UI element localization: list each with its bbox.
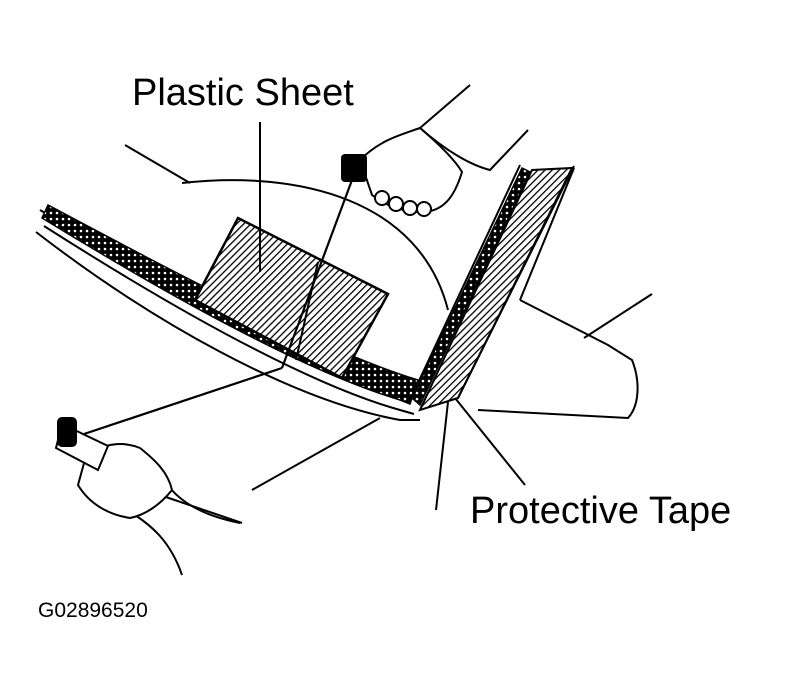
upper-hand bbox=[341, 84, 529, 217]
roof-edge-line bbox=[124, 144, 191, 184]
windshield-curve-line bbox=[181, 179, 449, 311]
frame-lower-edge bbox=[35, 231, 420, 421]
lower-handle-cap bbox=[57, 417, 77, 447]
plastic-sheet-label: Plastic Sheet bbox=[132, 72, 354, 114]
lower-arm bbox=[134, 514, 183, 576]
cutting-wire bbox=[280, 179, 354, 369]
lower-hand bbox=[54, 417, 241, 576]
protective-tape-label: Protective Tape bbox=[470, 490, 732, 532]
figure-code: G02896520 bbox=[38, 599, 148, 622]
cutting-wire-lower bbox=[83, 366, 283, 436]
pillar-lower-line bbox=[435, 401, 449, 511]
door-mirror-outline bbox=[477, 299, 639, 420]
lower-arm-cuff bbox=[169, 487, 241, 524]
frame-inner-edge bbox=[43, 225, 415, 415]
upper-finger-2 bbox=[388, 196, 404, 212]
vehicle-body-outline bbox=[124, 144, 653, 524]
pillar-outer-body-line bbox=[457, 165, 575, 399]
protective-tape-leader bbox=[454, 397, 526, 486]
pillar-outer-edge bbox=[409, 164, 521, 401]
upper-finger-1 bbox=[374, 190, 390, 206]
upper-wire-handle bbox=[341, 154, 367, 182]
lower-cowl-line bbox=[251, 417, 381, 491]
upper-finger-3 bbox=[402, 200, 418, 216]
mirror-arm-line bbox=[583, 293, 653, 339]
upper-finger-4 bbox=[416, 201, 432, 217]
lower-body-line bbox=[159, 494, 243, 524]
pillar-back-line bbox=[519, 167, 575, 301]
plastic-sheet bbox=[193, 216, 390, 380]
